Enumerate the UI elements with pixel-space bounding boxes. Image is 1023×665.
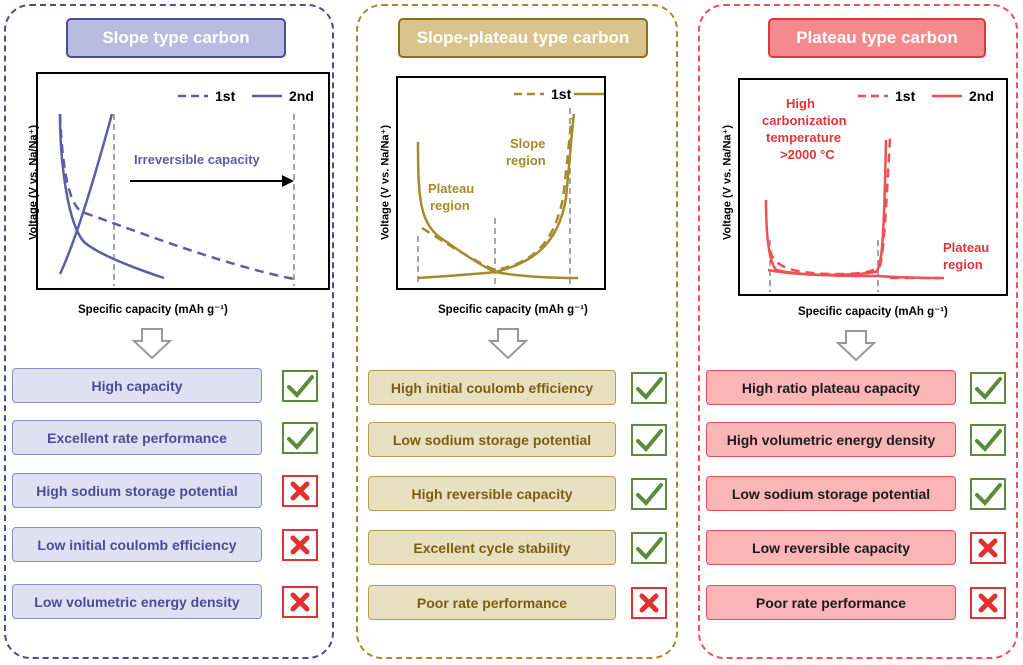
check-icon bbox=[970, 372, 1006, 404]
plateau-legend-2nd: 2nd bbox=[969, 88, 994, 104]
slope-label-line2: region bbox=[506, 153, 546, 168]
cross-icon bbox=[970, 587, 1006, 619]
cross-icon bbox=[631, 587, 667, 619]
check-icon bbox=[631, 532, 667, 564]
slope-feature-1: High capacity bbox=[12, 368, 262, 403]
slope-plateau-voltage-plot: 1st 2nd Plateau region Slope region bbox=[396, 76, 606, 290]
slope-feature-5: Low volumetric energy density bbox=[12, 584, 262, 619]
slope-down-arrow bbox=[131, 328, 173, 360]
slope-plateau-feature-1: High initial coulomb efficiency bbox=[368, 370, 616, 405]
slope-y-axis-label: Voltage (V vs. Na/Na⁺) bbox=[27, 124, 40, 241]
slope-label-line1: Slope bbox=[510, 136, 545, 151]
plateau-label-line2: region bbox=[430, 198, 470, 213]
plateau-region-line1: Plateau bbox=[943, 240, 989, 255]
slope-plateau-legend-1st: 1st bbox=[551, 86, 572, 102]
slope-title: Slope type carbon bbox=[66, 18, 286, 58]
slope-voltage-plot: 1st 2nd Irreversible capacity bbox=[36, 72, 330, 290]
plateau-region-line2: region bbox=[943, 257, 983, 272]
plateau-panel bbox=[698, 4, 1018, 659]
slope-feature-4: Low initial coulomb efficiency bbox=[12, 527, 262, 562]
slope-plateau-feature-2: Low sodium storage potential bbox=[368, 422, 616, 457]
slope-feature-2: Excellent rate performance bbox=[12, 420, 262, 455]
plateau-voltage-plot: 1st 2nd High carbonization temperature >… bbox=[738, 78, 1008, 296]
high-carbonization-line3: temperature bbox=[766, 130, 841, 145]
slope-x-axis-label: Specific capacity (mAh g⁻¹) bbox=[78, 304, 228, 316]
check-icon bbox=[631, 424, 667, 456]
plateau-legend-1st: 1st bbox=[895, 88, 916, 104]
slope-legend-1st: 1st bbox=[215, 88, 236, 104]
check-icon bbox=[282, 370, 318, 402]
high-carbonization-line1: High bbox=[786, 96, 815, 111]
slope-plateau-down-arrow bbox=[487, 328, 529, 360]
plateau-feature-5: Poor rate performance bbox=[706, 585, 956, 620]
cross-icon bbox=[282, 529, 318, 561]
slope-plateau-panel bbox=[356, 4, 678, 659]
high-carbonization-line2: carbonization bbox=[762, 113, 847, 128]
check-icon bbox=[631, 478, 667, 510]
slope-legend-2nd: 2nd bbox=[289, 88, 314, 104]
check-icon bbox=[970, 424, 1006, 456]
plateau-feature-1: High ratio plateau capacity bbox=[706, 370, 956, 405]
slope-panel bbox=[4, 4, 334, 659]
check-icon bbox=[631, 372, 667, 404]
slope-plateau-feature-3: High reversible capacity bbox=[368, 476, 616, 511]
plateau-y-axis-label: Voltage (V vs. Na/Na⁺) bbox=[721, 124, 734, 241]
cross-icon bbox=[282, 586, 318, 618]
check-icon bbox=[970, 478, 1006, 510]
plateau-feature-2: High volumetric energy density bbox=[706, 422, 956, 457]
high-carbonization-line4: >2000 °C bbox=[780, 147, 835, 162]
cross-icon bbox=[970, 532, 1006, 564]
plateau-label-line1: Plateau bbox=[428, 181, 474, 196]
slope-plateau-feature-5: Poor rate performance bbox=[368, 585, 616, 620]
plateau-x-axis-label: Specific capacity (mAh g⁻¹) bbox=[798, 306, 948, 318]
plateau-title: Plateau type carbon bbox=[768, 18, 986, 58]
slope-plateau-title: Slope-plateau type carbon bbox=[398, 18, 648, 58]
plateau-feature-3: Low sodium storage potential bbox=[706, 476, 956, 511]
plateau-feature-4: Low reversible capacity bbox=[706, 530, 956, 565]
plateau-down-arrow bbox=[835, 330, 877, 362]
check-icon bbox=[282, 422, 318, 454]
slope-feature-3: High sodium storage potential bbox=[12, 473, 262, 508]
slope-plateau-feature-4: Excellent cycle stability bbox=[368, 530, 616, 565]
slope-plateau-x-axis-label: Specific capacity (mAh g⁻¹) bbox=[438, 304, 588, 316]
cross-icon bbox=[282, 475, 318, 507]
irreversible-capacity-label: Irreversible capacity bbox=[134, 152, 261, 167]
slope-plateau-y-axis-label: Voltage (V vs. Na/Na⁺) bbox=[379, 124, 392, 241]
